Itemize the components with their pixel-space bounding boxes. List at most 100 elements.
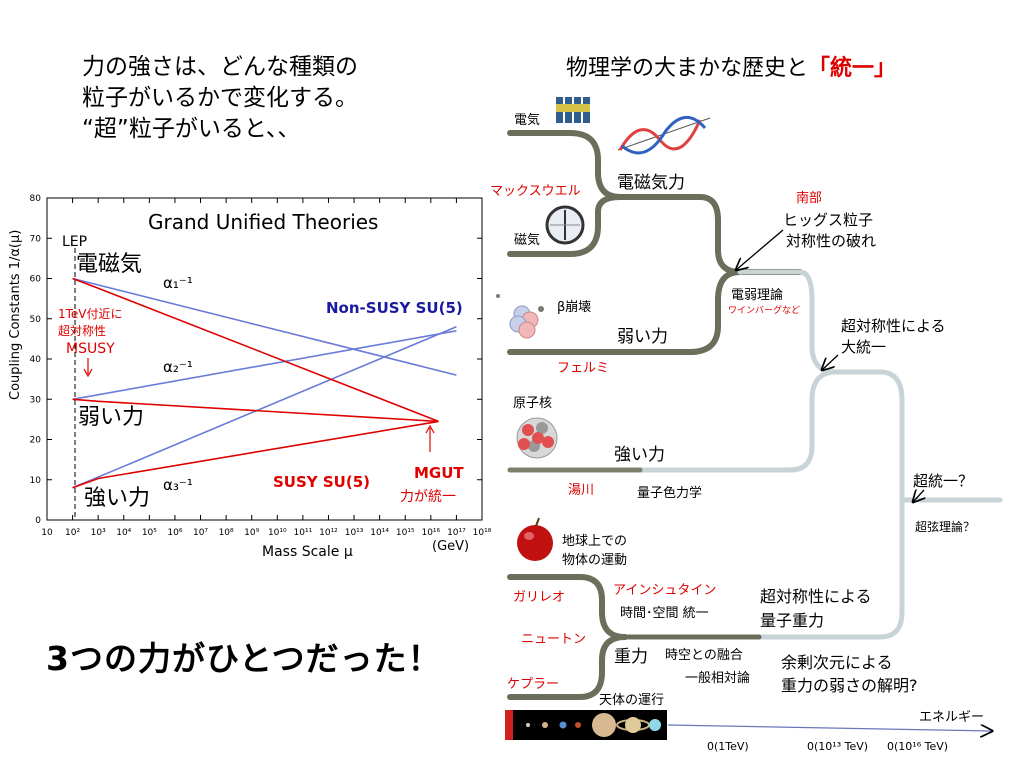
energy-axis (667, 725, 992, 731)
history-title-main: 物理学の大まかな歴史と (566, 56, 809, 81)
fermi-label: フェルミ (557, 361, 609, 376)
weak-path (507, 269, 743, 355)
earth-motion-line1: 地球上での (562, 534, 627, 549)
history-title: 物理学の大まかな歴史と「統一」 (566, 50, 896, 82)
beta-decay-icon (496, 294, 544, 339)
maxwell-label: マックスウエル (490, 184, 581, 199)
alpha3-label: α₃⁻¹ (163, 476, 193, 494)
mgut-label: MGUT (414, 464, 464, 482)
qcd-label: 量子色力学 (637, 485, 702, 501)
solar-system-icon (505, 710, 667, 740)
scale-1e16tev: 0(10¹⁶ TeV) (887, 740, 948, 753)
nambu-label: 南部 (796, 190, 822, 206)
msusy-arrow-head (83, 368, 93, 378)
yukawa-label: 湯川 (568, 483, 594, 498)
higgs-line1: ヒッグス粒子 (783, 211, 873, 229)
em-path-magnetism (507, 194, 623, 257)
battery-icon (556, 97, 590, 123)
strong-force-label: 強い力 (84, 486, 150, 511)
series-line-susy-3 (72, 420, 439, 489)
tree-paths (507, 130, 1003, 700)
y-axis-label: Coupling Constants 1/α(μ) (8, 230, 23, 400)
galileo-label: ガリレオ (513, 590, 565, 605)
x-tick-label: 10¹⁵ (396, 528, 415, 538)
x-tick-label: 10¹⁰ (268, 528, 287, 538)
lep-label: LEP (62, 234, 87, 250)
x-tick-label: 10⁵ (142, 528, 157, 538)
extra-dim-line2: 重力の弱さの解明? (781, 676, 918, 695)
x-tick-label: 10¹³ (345, 528, 364, 538)
chart-plot-frame (46, 197, 483, 521)
gev-unit-label: (GeV) (432, 539, 469, 554)
tev-note-line1: 1TeV付近に (58, 307, 123, 321)
em-wave-icon (617, 116, 711, 155)
susy-label: SUSY SU(5) (273, 473, 370, 491)
gravity-node-label: 重力 (614, 647, 648, 667)
electricity-label: 電気 (514, 112, 540, 128)
strong-to-gut-path (507, 369, 839, 473)
higgs-line2: 対称性の破れ (786, 232, 876, 250)
chart-lines (72, 277, 457, 489)
mgut-arrow-head (425, 424, 435, 434)
susy-gut-line2: 大統一 (841, 338, 886, 356)
x-tick-label: 10¹⁸ (473, 528, 492, 538)
alpha1-label: α₁⁻¹ (163, 274, 193, 292)
celestial-motion-label: 天体の運行 (599, 693, 664, 708)
gut-chart-title: Grand Unified Theories (148, 210, 378, 234)
history-title-highlight: 「統一」 (808, 56, 897, 81)
gut-arrow (822, 354, 839, 370)
em-force-node-label: 電磁気力 (617, 173, 685, 193)
nucleus-icon (516, 417, 558, 459)
nucleus-label: 原子核 (513, 396, 552, 411)
susy-gravity-line1: 超対称性による (760, 587, 872, 606)
higgs-arrow (736, 229, 784, 270)
conclusion-text: 3つの力がひとつだった！ (46, 639, 442, 678)
intro-text: 力の強さは、どんな種類の 粒子がいるかで変化する。 “超”粒子がいると、、 (82, 52, 358, 145)
x-tick-label: 10⁶ (167, 528, 182, 538)
x-tick-label: 10⁸ (219, 528, 234, 538)
x-tick-label: 10¹⁴ (370, 528, 389, 538)
series-line-nonsusy-3 (72, 326, 457, 489)
general-relativity-label: 一般相対論 (685, 670, 750, 686)
beta-decay-label: β崩壊 (557, 300, 591, 315)
x-tick-label: 10 (41, 528, 53, 538)
extra-dim-line1: 余剰次元による (781, 653, 893, 672)
super-unification-label: 超統一？ (913, 472, 973, 490)
x-tick-label: 10⁹ (244, 528, 259, 538)
x-axis-label: Mass Scale μ (262, 544, 353, 560)
intro-line-2: 粒子がいるかで変化する。 (82, 85, 358, 111)
em-force-label: 電磁気 (76, 252, 142, 277)
intro-line-3: “超”粒子がいると、、 (82, 116, 301, 142)
intro-line-1: 力の強さは、どんな種類の (82, 54, 358, 80)
spacetime-label: 時間･空間 統一 (620, 606, 709, 621)
scale-1tev: 0(1TeV) (707, 740, 749, 753)
energy-axis-label: エネルギー (919, 710, 984, 725)
series-line-susy-1 (72, 277, 439, 423)
apple-icon (517, 517, 553, 561)
y-tick-label: 70 (30, 234, 42, 244)
kepler-label: ケプラー (507, 677, 559, 692)
earth-motion-line2: 物体の運動 (562, 553, 627, 568)
alpha2-label: α₂⁻¹ (163, 358, 193, 376)
einstein-label: アインシュタイン (613, 583, 716, 598)
weak-force-label: 弱い力 (78, 405, 144, 430)
mgut-note: 力が統一 (400, 489, 456, 505)
x-tick-label: 10¹⁶ (421, 528, 440, 538)
x-tick-label: 10¹² (319, 528, 338, 538)
y-tick-label: 0 (35, 516, 41, 526)
series-line-nonsusy-2 (72, 330, 457, 401)
weak-force-node-label: 弱い力 (617, 327, 668, 347)
y-tick-label: 40 (30, 355, 42, 365)
series-line-nonsusy-1 (72, 277, 457, 376)
strong-force-node-label: 強い力 (614, 445, 665, 465)
galileo-path (507, 574, 628, 640)
y-tick-label: 80 (30, 194, 42, 204)
non-susy-label: Non-SUSY SU(5) (326, 299, 463, 317)
y-tick-label: 50 (30, 315, 42, 325)
spacetime-fusion-label: 時空との融合 (665, 648, 743, 663)
msusy-label: MSUSY (66, 341, 115, 357)
susy-gravity-line2: 量子重力 (760, 611, 824, 630)
weinberg-label: ワインバーグなど (728, 304, 800, 316)
